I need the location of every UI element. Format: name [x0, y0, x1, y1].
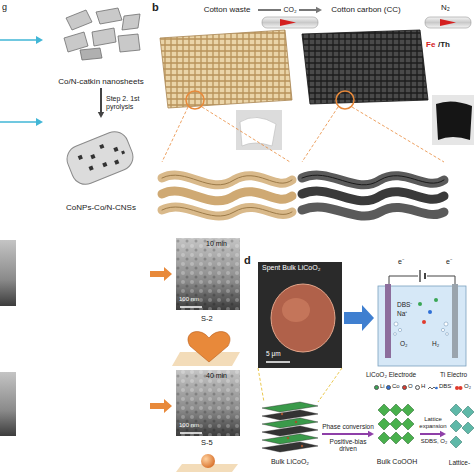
figure-label: b: [152, 1, 159, 14]
legend-swatch: [386, 385, 391, 390]
node-text: Cotton waste: [204, 5, 251, 14]
figure-label: O₂: [400, 340, 408, 347]
node-text: Bulk LiCoO₂: [271, 458, 309, 466]
legend-swatch: [374, 385, 379, 390]
node-text: CoNPs-Co/N-CNSs: [66, 203, 136, 212]
figure-label: 40 min: [206, 372, 227, 380]
figure-label: Na⁺: [397, 310, 407, 317]
arrow-line: [322, 433, 369, 435]
arrow-label: Step 2. 1st pyrolysis: [106, 95, 156, 111]
legend-text: Li: [380, 383, 385, 390]
figure-label: g: [2, 2, 7, 12]
arrow-line: [420, 433, 441, 435]
figure-label: N₂: [441, 3, 450, 12]
arrow-label: Phase conversion: [320, 423, 376, 430]
legend-text: DBS⁻: [439, 383, 453, 390]
legend-swatch: [415, 385, 420, 390]
legend-text: H: [421, 383, 425, 390]
legend-text: Co: [392, 383, 400, 390]
material-box: Co/N-catkin nanosheets: [55, 4, 147, 88]
structure-box: Bulk LiCoO₂: [258, 400, 322, 468]
arrow-line: [100, 88, 102, 113]
structure-box: Bulk CoOOH: [374, 400, 420, 468]
arrow-label: CO₂: [281, 6, 298, 14]
figure-label: e⁻: [398, 258, 404, 266]
node-text: Cotton carbon (CC): [331, 5, 400, 14]
material-box: CoNPs-Co/N-CNSs: [55, 118, 147, 214]
arrow-label: Lattice expansion: [417, 416, 449, 430]
figure-label: 100 nm: [179, 422, 199, 429]
figure-label: 100 nm: [179, 296, 199, 303]
figure-label: 10 min: [206, 240, 227, 248]
arrow-head: [98, 112, 104, 118]
flow-arrow: [420, 431, 446, 437]
figure-label: DBS⁻: [397, 301, 412, 308]
figure-label: S-2: [201, 315, 213, 324]
arrow-head: [316, 7, 322, 13]
figure-label: Positive-bias driven: [322, 438, 374, 453]
stage-heading: Cotton carbon (CC): [322, 3, 410, 17]
figure-label: LiCoO₂ Electrode: [366, 371, 416, 378]
figure-label: Spent Bulk LiCoO₂: [262, 264, 320, 272]
arrow-head: [440, 431, 446, 437]
stage-heading: Cotton waste: [196, 3, 258, 17]
flow-arrow: [98, 88, 104, 118]
arrow-head: [368, 431, 374, 437]
flow-arrow: [322, 431, 374, 437]
flow-arrow: [258, 7, 322, 13]
node-text: Bulk CoOOH: [377, 458, 417, 466]
figure-label: e⁻: [446, 258, 452, 266]
figure-label: 5 μm: [266, 350, 281, 357]
figure-label: d: [244, 254, 251, 267]
figure-label: H₂: [432, 340, 439, 347]
legend-text: O₂: [464, 383, 471, 390]
figure-label: SDBS, O₂: [419, 438, 449, 445]
node-text: Lattice-: [449, 459, 470, 466]
legend-text: O: [408, 383, 413, 390]
figure-label: Ti Electro: [440, 371, 467, 378]
node-text: Co/N-catkin nanosheets: [58, 77, 143, 86]
figure-label: /Th: [438, 40, 450, 49]
legend-swatch: [402, 385, 407, 390]
figure-label: Fe: [426, 40, 435, 49]
structure-box: Lattice-: [446, 400, 473, 468]
figure-label: S-5: [201, 439, 213, 448]
